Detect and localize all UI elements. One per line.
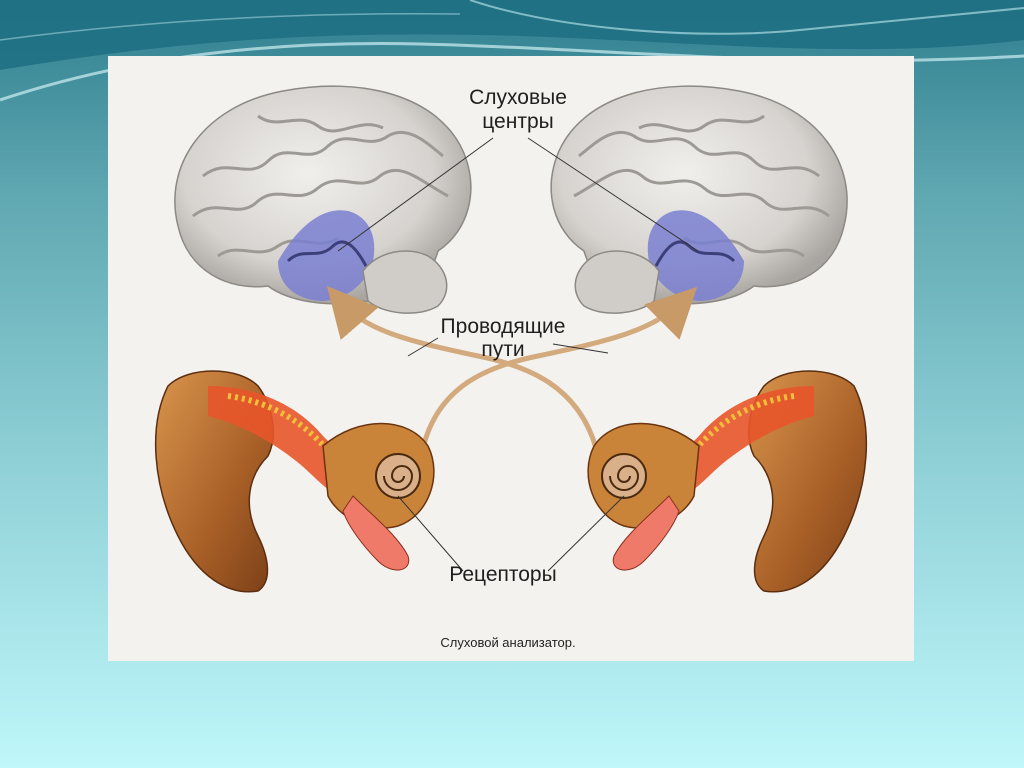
auditory-centers-label: Слуховые центры (428, 86, 608, 134)
left-brain (175, 86, 471, 313)
auditory-centers-line2: центры (428, 110, 608, 134)
receptors-label: Рецепторы (428, 563, 578, 587)
figure-caption: Слуховой анализатор. (358, 635, 658, 650)
receptors-pointer-right (548, 496, 624, 571)
right-ear (588, 371, 866, 592)
conducting-paths-line1: Проводящие (418, 315, 588, 338)
auditory-centers-line1: Слуховые (428, 86, 608, 110)
auditory-analyzer-diagram: Слуховые центры Проводящие пути Рецептор… (108, 56, 914, 661)
conducting-paths-label: Проводящие пути (418, 315, 588, 361)
left-ear (156, 371, 434, 592)
conducting-paths-line2: пути (418, 338, 588, 361)
